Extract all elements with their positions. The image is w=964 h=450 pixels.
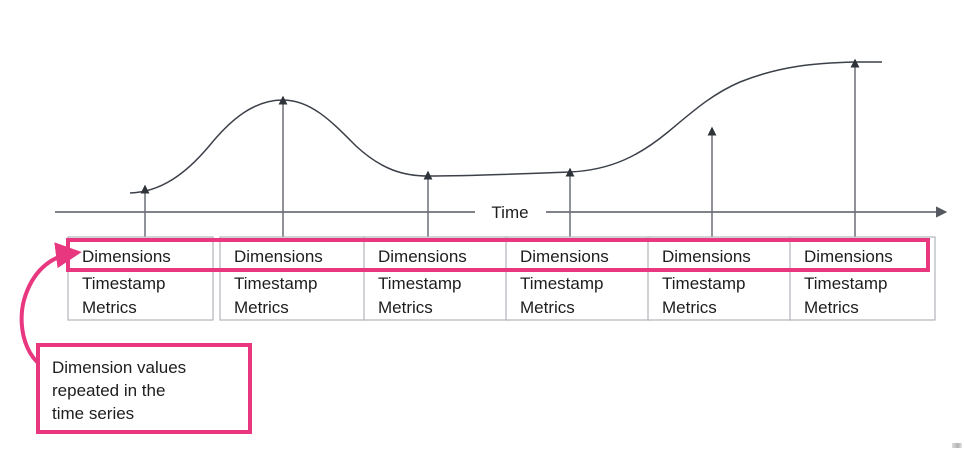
datapoint-box-3-frame xyxy=(363,236,510,321)
datapoint-2-dimensions: Dimensions xyxy=(234,247,323,266)
datapoint-box-1-frame xyxy=(67,236,214,321)
time-axis-label: Time xyxy=(491,203,528,222)
series-line xyxy=(129,61,882,194)
datapoint-6-dimensions: Dimensions xyxy=(804,247,893,266)
datapoint-box-5[interactable]: Dimensions Timestamp Metrics xyxy=(647,236,794,321)
datapoint-4-metrics: Metrics xyxy=(520,298,575,317)
datapoint-3-metrics: Metrics xyxy=(378,298,433,317)
annotation-box-frame xyxy=(36,343,252,434)
datapoint-box-6-frame xyxy=(789,236,936,321)
annotation-line-3: time series xyxy=(52,404,134,423)
datapoint-box-3[interactable]: Dimensions Timestamp Metrics xyxy=(363,236,510,321)
datapoint-1-timestamp: Timestamp xyxy=(82,274,165,293)
datapoint-box-2[interactable]: Dimensions Timestamp Metrics xyxy=(219,236,366,321)
corner-watermark-mark xyxy=(952,443,962,448)
datapoint-1-metrics: Metrics xyxy=(82,298,137,317)
sample-arrows xyxy=(140,58,860,237)
datapoint-1-dimensions: Dimensions xyxy=(82,247,171,266)
datapoint-3-timestamp: Timestamp xyxy=(378,274,461,293)
time-series-curve xyxy=(129,61,882,194)
datapoint-3-dimensions: Dimensions xyxy=(378,247,467,266)
datapoint-boxes: Dimensions Timestamp Metrics Dimensions … xyxy=(67,236,936,321)
datapoint-6-timestamp: Timestamp xyxy=(804,274,887,293)
datapoint-box-6[interactable]: Dimensions Timestamp Metrics xyxy=(789,236,936,321)
datapoint-4-timestamp: Timestamp xyxy=(520,274,603,293)
datapoint-box-1[interactable]: Dimensions Timestamp Metrics xyxy=(67,236,214,321)
datapoint-2-metrics: Metrics xyxy=(234,298,289,317)
annotation-line-2: repeated in the xyxy=(52,381,165,400)
annotation-line-1: Dimension values xyxy=(52,358,186,377)
datapoint-4-dimensions: Dimensions xyxy=(520,247,609,266)
datapoint-5-timestamp: Timestamp xyxy=(662,274,745,293)
datapoint-5-dimensions: Dimensions xyxy=(662,247,751,266)
datapoint-5-metrics: Metrics xyxy=(662,298,717,317)
datapoint-box-4[interactable]: Dimensions Timestamp Metrics xyxy=(505,236,652,321)
datapoint-2-timestamp: Timestamp xyxy=(234,274,317,293)
time-axis: Time xyxy=(55,203,948,222)
annotation-callout: Dimension values repeated in the time se… xyxy=(36,343,252,434)
datapoint-box-2-frame xyxy=(219,236,366,321)
datapoint-6-metrics: Metrics xyxy=(804,298,859,317)
